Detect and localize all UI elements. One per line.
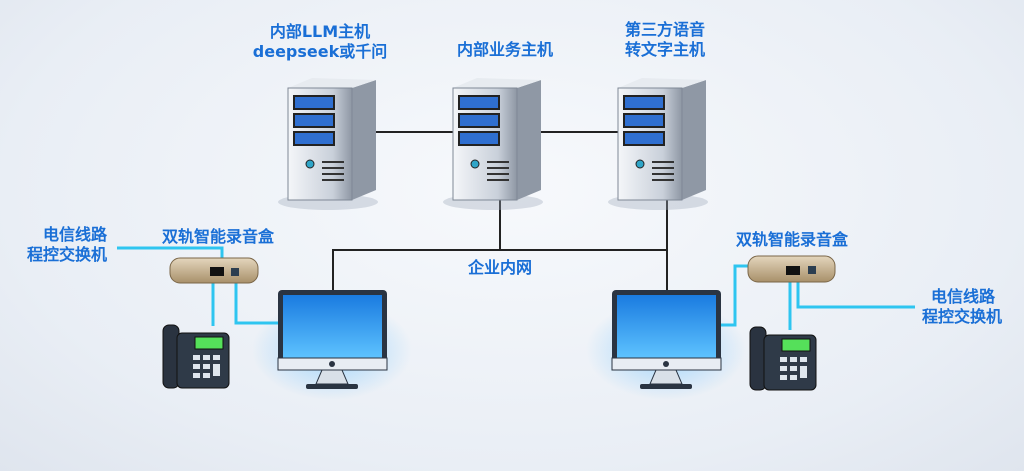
left-recorder-box: [169, 257, 259, 284]
server-stt-host: [607, 77, 709, 211]
llm-host-label: 内部LLM主机 deepseek或千问: [253, 22, 387, 62]
right-recorder-to-pbx-line: [796, 276, 915, 309]
left-pbx-label: 电信线路 程控交换机: [20, 225, 107, 265]
right-pbx-label: 电信线路 程控交换机: [922, 287, 1002, 327]
server-business-host: [442, 77, 544, 211]
business-host-label: 内部业务主机: [456, 40, 554, 59]
right-pbx-label-line1: 电信线路: [930, 287, 996, 306]
right-recorder-label: 双轨智能录音盒: [735, 230, 849, 249]
server-llm-host: [277, 77, 379, 211]
left-pbx-label-line1: 电信线路: [42, 225, 107, 244]
stt-host-label-line2: 转文字主机: [624, 40, 706, 59]
right-pbx-label-line2: 程控交换机: [921, 307, 1003, 326]
right-phone: [749, 326, 817, 391]
stt-host-label-line1: 第三方语音: [624, 20, 706, 39]
left-phone: [162, 324, 230, 389]
left-monitor: [251, 289, 413, 401]
right-recorder-box: [747, 255, 836, 283]
intranet-label: 企业内网: [467, 258, 533, 277]
llm-host-label-line1: 内部LLM主机: [269, 22, 371, 41]
intranet-bus: [332, 249, 667, 292]
left-recorder-label: 双轨智能录音盒: [161, 227, 275, 246]
stt-host-label: 第三方语音 转文字主机: [625, 20, 705, 60]
right-monitor: [585, 289, 747, 401]
left-pbx-label-line2: 程控交换机: [26, 245, 107, 264]
llm-host-label-line2: deepseek或千问: [252, 42, 388, 61]
